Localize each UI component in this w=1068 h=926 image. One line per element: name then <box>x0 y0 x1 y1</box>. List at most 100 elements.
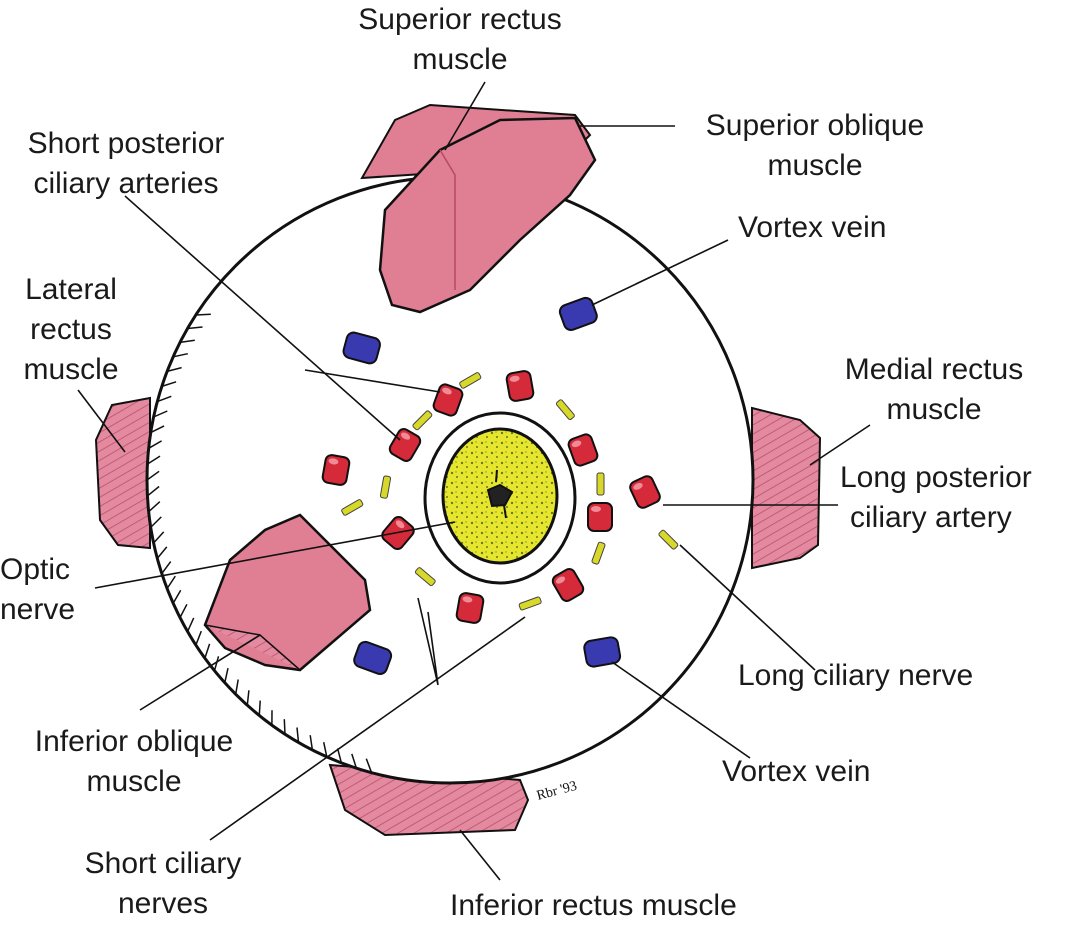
ciliary-nerve <box>379 475 392 499</box>
hatch-stroke <box>322 742 328 757</box>
label-superior-rectus: Superior rectus muscle <box>330 0 590 80</box>
hatch-stroke <box>173 352 188 358</box>
leader-optic-nerve <box>94 521 456 589</box>
hatch-stroke <box>246 690 250 706</box>
leader-short-posterior-ciliary-2 <box>304 369 441 393</box>
label-line: Superior rectus <box>358 3 562 36</box>
artery-highlight <box>395 520 405 529</box>
label-line: muscle <box>412 43 508 76</box>
hatch-stroke <box>296 727 300 743</box>
label-medial-rectus: Medial rectus muscle <box>812 350 1056 430</box>
label-optic-nerve: Optic nerve <box>0 550 75 630</box>
label-line: muscle <box>23 353 119 386</box>
inferior-oblique-muscle <box>203 513 372 672</box>
ciliary-nerve <box>555 399 575 421</box>
ciliary-nerve <box>414 567 436 587</box>
hatch-stroke <box>153 410 168 418</box>
leader-short-ciliary-nerves-a <box>417 597 439 686</box>
label-line: nerves <box>117 887 209 920</box>
hatch-stroke <box>186 617 195 632</box>
label-inferior-oblique: Inferior oblique muscle <box>0 722 268 802</box>
hatch-stroke <box>153 531 165 544</box>
hatch-stroke <box>283 719 286 735</box>
label-inferior-rectus: Inferior rectus muscle <box>450 886 737 926</box>
hatch-stroke <box>213 656 220 671</box>
label-short-posterior-ciliary-arteries: Short posterior ciliary arteries <box>0 124 252 204</box>
optic-nerve-vessels <box>486 469 514 519</box>
label-line: Long posterior <box>840 461 1032 494</box>
hatch-stroke <box>172 589 182 604</box>
ciliary-nerve <box>341 499 364 516</box>
ciliary-artery <box>432 383 464 417</box>
vortex-vein <box>558 296 598 331</box>
hatch-stroke <box>187 326 203 330</box>
label-line: Medial rectus <box>844 353 1024 386</box>
label-long-posterior-ciliary-artery: Long posterior ciliary artery <box>840 458 1032 538</box>
ciliary-nerve <box>518 596 542 611</box>
hatch-stroke <box>336 748 343 764</box>
hatch-stroke <box>148 501 161 513</box>
label-vortex-vein-top: Vortex vein <box>738 208 886 248</box>
artery-highlight <box>400 432 411 440</box>
ciliary-artery <box>455 592 485 624</box>
hatch-stroke <box>146 470 160 481</box>
label-line: Short ciliary <box>84 847 242 880</box>
ciliary-artery <box>505 370 535 402</box>
short-posterior-ciliary-arteries <box>321 370 661 624</box>
label-line: Lateral <box>25 273 117 306</box>
label-line: Inferior rectus muscle <box>450 889 737 922</box>
short-ciliary-nerves-marks <box>341 372 679 611</box>
lateral-rectus-muscle <box>94 396 151 550</box>
artery-highlight <box>462 596 473 603</box>
hatch-stroke <box>166 575 176 590</box>
artist-signature: Rbr '93 <box>535 779 579 804</box>
ciliary-nerve <box>412 410 433 431</box>
vortex-veins <box>342 296 622 675</box>
rim-hatching <box>146 313 373 773</box>
artery-highlight <box>591 506 601 512</box>
hatch-stroke <box>195 630 202 646</box>
hatch-stroke <box>146 485 160 497</box>
leader-lateral-rectus <box>77 389 126 453</box>
label-line: muscle <box>886 393 982 426</box>
ciliary-nerve <box>596 472 605 496</box>
ciliary-nerve <box>591 541 606 565</box>
hatch-stroke <box>146 455 161 465</box>
label-line: Optic <box>0 553 71 586</box>
label-line: Vortex vein <box>722 755 871 788</box>
label-long-ciliary-nerve: Long ciliary nerve <box>738 656 973 696</box>
label-line: muscle <box>86 765 182 798</box>
superior-oblique-muscle <box>378 116 597 314</box>
hatch-stroke <box>365 758 373 773</box>
artery-highlight <box>442 387 452 395</box>
leader-vortex-vein-top <box>591 239 729 306</box>
label-line: Superior oblique <box>705 109 925 142</box>
vortex-vein <box>583 636 622 668</box>
hatch-stroke <box>204 643 211 659</box>
leader-long-ciliary-nerve <box>679 544 816 671</box>
hatch-stroke <box>179 339 195 344</box>
leader-superior-rectus <box>444 81 486 151</box>
long-ciliary-nerve <box>658 529 679 550</box>
leader-inferior-oblique <box>139 634 261 711</box>
label-line: nerve <box>0 593 76 626</box>
label-line: ciliary arteries <box>33 167 219 200</box>
label-vortex-vein-bottom: Vortex vein <box>722 752 870 792</box>
label-line: ciliary artery <box>850 501 1012 534</box>
hatch-stroke <box>224 667 229 683</box>
leader-vortex-vein-bottom <box>611 661 751 759</box>
hatch-stroke <box>148 440 162 449</box>
hatch-stroke <box>157 395 172 403</box>
ciliary-nerve <box>459 372 482 389</box>
superior-oblique-fold <box>439 149 456 290</box>
hatch-stroke <box>161 561 172 575</box>
hatch-stroke <box>258 700 261 716</box>
hatch-stroke <box>150 516 162 528</box>
label-lateral-rectus: Lateral rectus muscle <box>0 270 142 390</box>
label-superior-oblique: Superior oblique muscle <box>670 106 960 186</box>
leader-medial-rectus <box>809 424 871 466</box>
leader-inferior-rectus <box>459 829 501 881</box>
hatch-stroke <box>195 313 211 316</box>
hatch-stroke <box>309 735 314 751</box>
